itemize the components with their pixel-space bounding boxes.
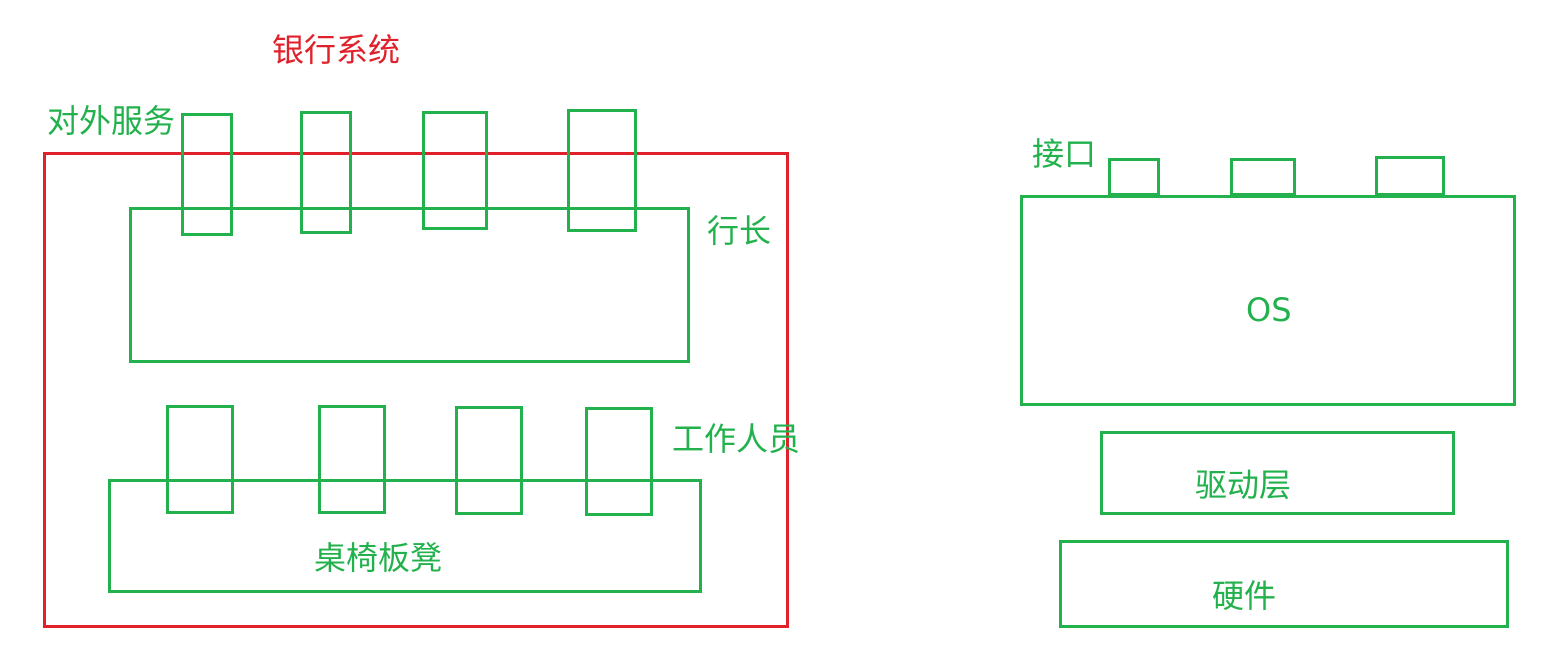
interface-port-2	[1230, 158, 1296, 196]
service-window-4	[567, 109, 637, 232]
staff-label: 工作人员	[672, 420, 801, 458]
service-window-1	[181, 113, 233, 236]
os-box	[1020, 195, 1516, 406]
service-window-3	[422, 111, 488, 230]
interface-port-1	[1108, 158, 1160, 196]
staff-box-2	[318, 405, 386, 514]
driver-layer-label: 驱动层	[1195, 466, 1292, 504]
service-window-2	[300, 111, 352, 234]
hardware-box	[1059, 540, 1509, 628]
furniture-box	[108, 479, 702, 593]
interface-label: 接口	[1032, 135, 1097, 173]
interface-port-3	[1375, 156, 1445, 196]
driver-layer-box	[1100, 431, 1455, 515]
staff-box-4	[585, 407, 653, 516]
hardware-label: 硬件	[1212, 577, 1277, 615]
os-label: OS	[1246, 291, 1292, 329]
manager-label: 行长	[707, 212, 772, 250]
staff-box-3	[455, 406, 523, 515]
manager-box	[129, 207, 690, 363]
bank-system-title: 银行系统	[272, 31, 401, 69]
furniture-label: 桌椅板凳	[314, 539, 443, 577]
bank-system-frame	[43, 152, 789, 628]
staff-box-1	[166, 405, 234, 514]
external-services-label: 对外服务	[47, 102, 176, 140]
